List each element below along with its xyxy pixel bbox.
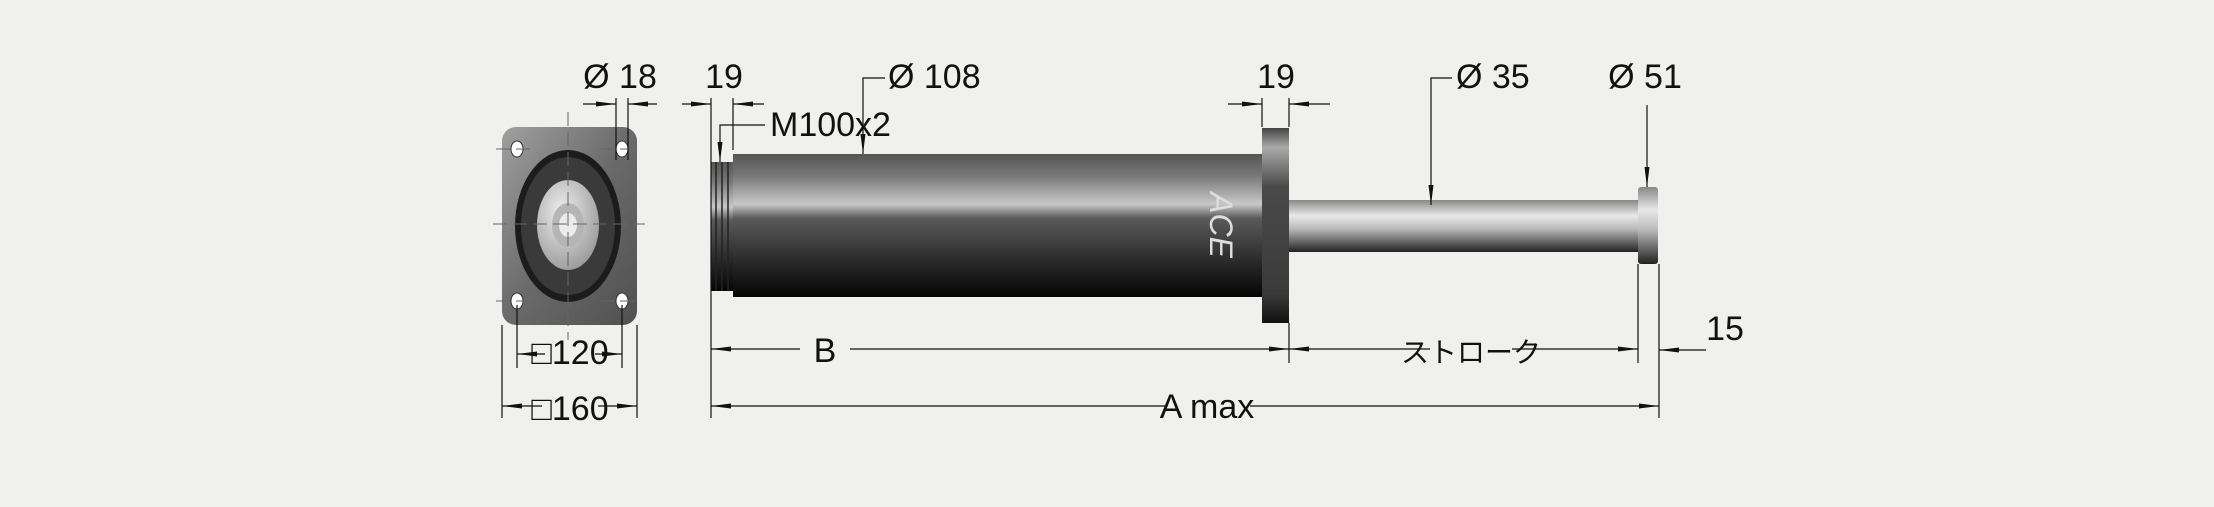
flange-thickness-label: 19: [1257, 58, 1295, 96]
body-diameter-label: Ø 108: [888, 58, 981, 96]
hole-diameter-label: Ø 18: [583, 58, 657, 96]
front-view: Ø 18 □120 □160: [493, 58, 657, 428]
rod-head: [1638, 187, 1658, 264]
side-dimension-lines: [682, 77, 1706, 418]
hole-pitch-label: □120: [531, 334, 608, 372]
piston-rod: [1289, 200, 1638, 252]
thread-length-label: 19: [705, 58, 743, 96]
overall-length-label: A max: [1160, 388, 1254, 426]
rod-diameter-label: Ø 35: [1456, 58, 1530, 96]
thread-spec-label: M100x2: [770, 106, 891, 144]
center-lines: [493, 112, 645, 340]
dim-b-label: B: [814, 332, 837, 370]
cylinder-body: [733, 154, 1262, 297]
ace-logo: ACE: [1203, 190, 1239, 258]
head-length-label: 15: [1706, 310, 1744, 348]
flange-size-label: □160: [531, 390, 608, 428]
head-diameter-label: Ø 51: [1608, 58, 1682, 96]
front-dimension-lines: [501, 98, 657, 418]
front-flange: [1262, 128, 1289, 323]
stroke-label: ストローク: [1401, 337, 1541, 368]
side-view: ACE 19 M100x2 Ø 108 19: [682, 58, 1744, 426]
thread-grooves: [715, 162, 729, 291]
